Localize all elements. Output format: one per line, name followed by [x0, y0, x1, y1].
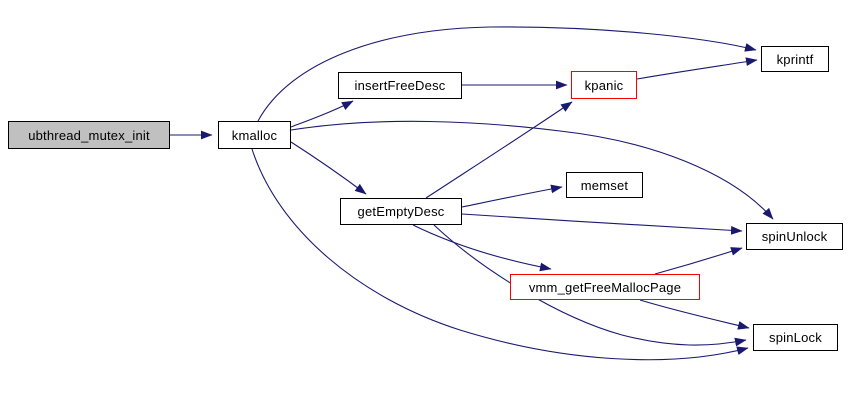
edge-group: [170, 26, 774, 361]
edge-kmalloc-to-spinUnlock: [290, 120, 774, 220]
edge-getEmptyDesc-to-spinLock: [433, 224, 747, 347]
node-spinUnlock[interactable]: spinUnlock: [746, 223, 843, 250]
edge-getEmptyDesc-to-kpanic: [425, 101, 573, 199]
edge-kmalloc-to-insertFreeDesc: [290, 100, 354, 128]
node-memset[interactable]: memset: [566, 172, 643, 198]
edge-kmalloc-to-kprintf: [257, 26, 757, 122]
node-kprintf[interactable]: kprintf: [761, 46, 829, 72]
edge-vmm_getFreeMallocPage-to-spinLock: [639, 299, 750, 330]
node-spinLock[interactable]: spinLock: [753, 324, 838, 351]
node-ubthread_mutex_init[interactable]: ubthread_mutex_init: [8, 121, 170, 149]
edge-getEmptyDesc-to-vmm_getFreeMallocPage: [412, 224, 552, 272]
node-getEmptyDesc[interactable]: getEmptyDesc: [340, 198, 462, 225]
edge-kmalloc-to-getEmptyDesc: [290, 141, 367, 195]
edge-vmm_getFreeMallocPage-to-spinUnlock: [654, 247, 743, 275]
edge-getEmptyDesc-to-spinUnlock: [461, 213, 743, 235]
node-vmm_getFreeMallocPage[interactable]: vmm_getFreeMallocPage: [510, 274, 700, 300]
node-kpanic[interactable]: kpanic: [571, 71, 637, 99]
node-insertFreeDesc[interactable]: insertFreeDesc: [338, 72, 462, 99]
edge-getEmptyDesc-to-memset: [461, 184, 563, 208]
edge-kmalloc-to-spinLock: [251, 148, 749, 361]
edge-kpanic-to-kprintf: [636, 57, 758, 80]
node-kmalloc[interactable]: kmalloc: [218, 121, 291, 149]
